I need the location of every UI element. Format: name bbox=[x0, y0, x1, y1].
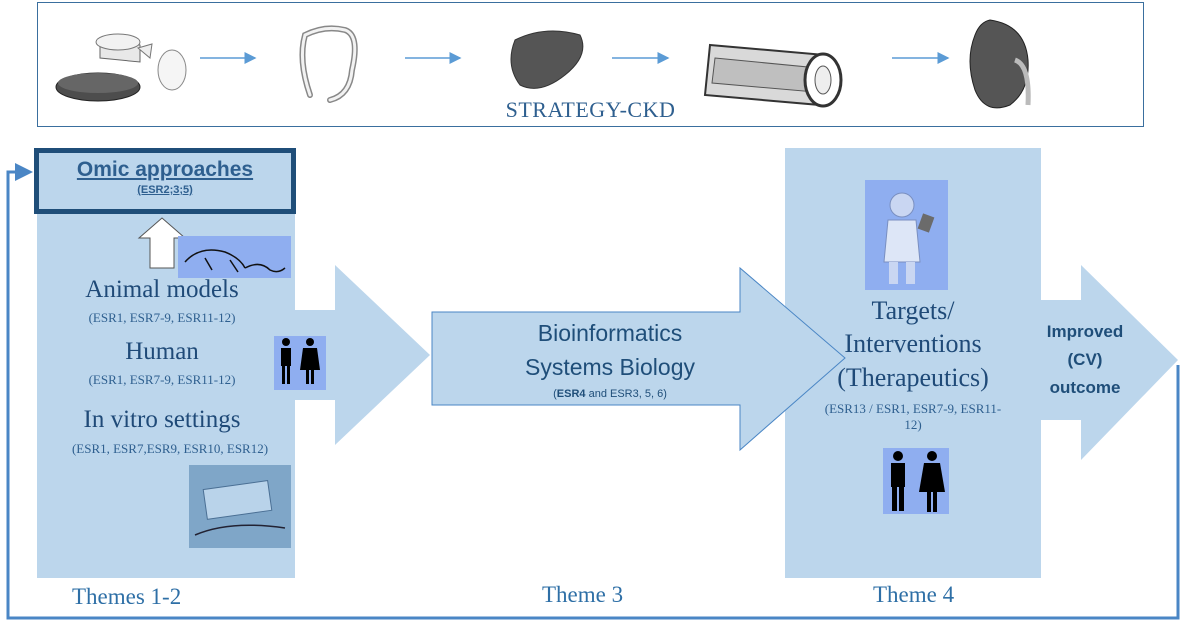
human-refs: (ESR1, ESR7-9, ESR11-12) bbox=[88, 372, 236, 387]
outcome-line-3: outcome bbox=[1049, 378, 1121, 397]
themes-1-2-label: Themes 1-2 bbox=[72, 584, 182, 609]
food-icon bbox=[55, 33, 187, 102]
kidney-icon bbox=[969, 19, 1031, 109]
omic-title: Omic approaches bbox=[76, 158, 254, 181]
systems-biology-label: Systems Biology bbox=[524, 354, 695, 380]
theme4-refs-2: 12) bbox=[904, 417, 922, 432]
up-arrow-icon bbox=[137, 217, 187, 269]
big-arrow-1 bbox=[295, 265, 430, 445]
in-vitro-title: In vitro settings bbox=[83, 406, 241, 433]
interventions-label: Interventions bbox=[844, 329, 982, 358]
outcome-label: Improved (CV) outcome bbox=[1030, 318, 1140, 402]
theme3-refs: (ESR4 and ESR3, 5, 6) bbox=[553, 388, 667, 400]
in-vitro-refs: (ESR1, ESR7,ESR9, ESR10, ESR12) bbox=[71, 441, 269, 456]
artery-icon bbox=[703, 43, 843, 108]
human-title: Human bbox=[125, 338, 199, 365]
omic-approaches-box: Omic approaches (ESR2;3;5) bbox=[34, 148, 296, 214]
animal-models-refs: (ESR1, ESR7-9, ESR11-12) bbox=[88, 310, 236, 325]
big-arrow-outcome bbox=[1041, 265, 1178, 460]
outcome-line-2: (CV) bbox=[1067, 350, 1103, 369]
doctor-image bbox=[865, 180, 948, 290]
header-title: STRATEGY-CKD bbox=[505, 97, 676, 122]
theme-4-label: Theme 4 bbox=[873, 582, 955, 607]
theme4-refs-1: (ESR13 / ESR1, ESR7-9, ESR11- bbox=[824, 401, 1002, 416]
in-vitro-image bbox=[189, 465, 291, 548]
targets-label: Targets/ bbox=[871, 296, 955, 325]
mouse-icon bbox=[184, 249, 286, 273]
therapeutics-label: (Therapeutics) bbox=[837, 363, 989, 392]
liver-icon bbox=[510, 30, 584, 89]
pathway-box bbox=[37, 2, 1144, 127]
theme-3-label: Theme 3 bbox=[542, 582, 624, 607]
outcome-line-1: Improved bbox=[1046, 322, 1124, 341]
intestine-icon bbox=[299, 25, 358, 103]
feedback-loop-arrow bbox=[6, 163, 1180, 620]
bioinformatics-label: Bioinformatics bbox=[537, 320, 683, 346]
animal-models-title: Animal models bbox=[85, 276, 239, 303]
human-pictogram-large-icon bbox=[883, 448, 949, 514]
omic-subtitle: (ESR2;3;5) bbox=[137, 184, 193, 196]
human-pictogram-icon bbox=[274, 336, 326, 390]
big-arrow-theme3 bbox=[431, 266, 846, 452]
